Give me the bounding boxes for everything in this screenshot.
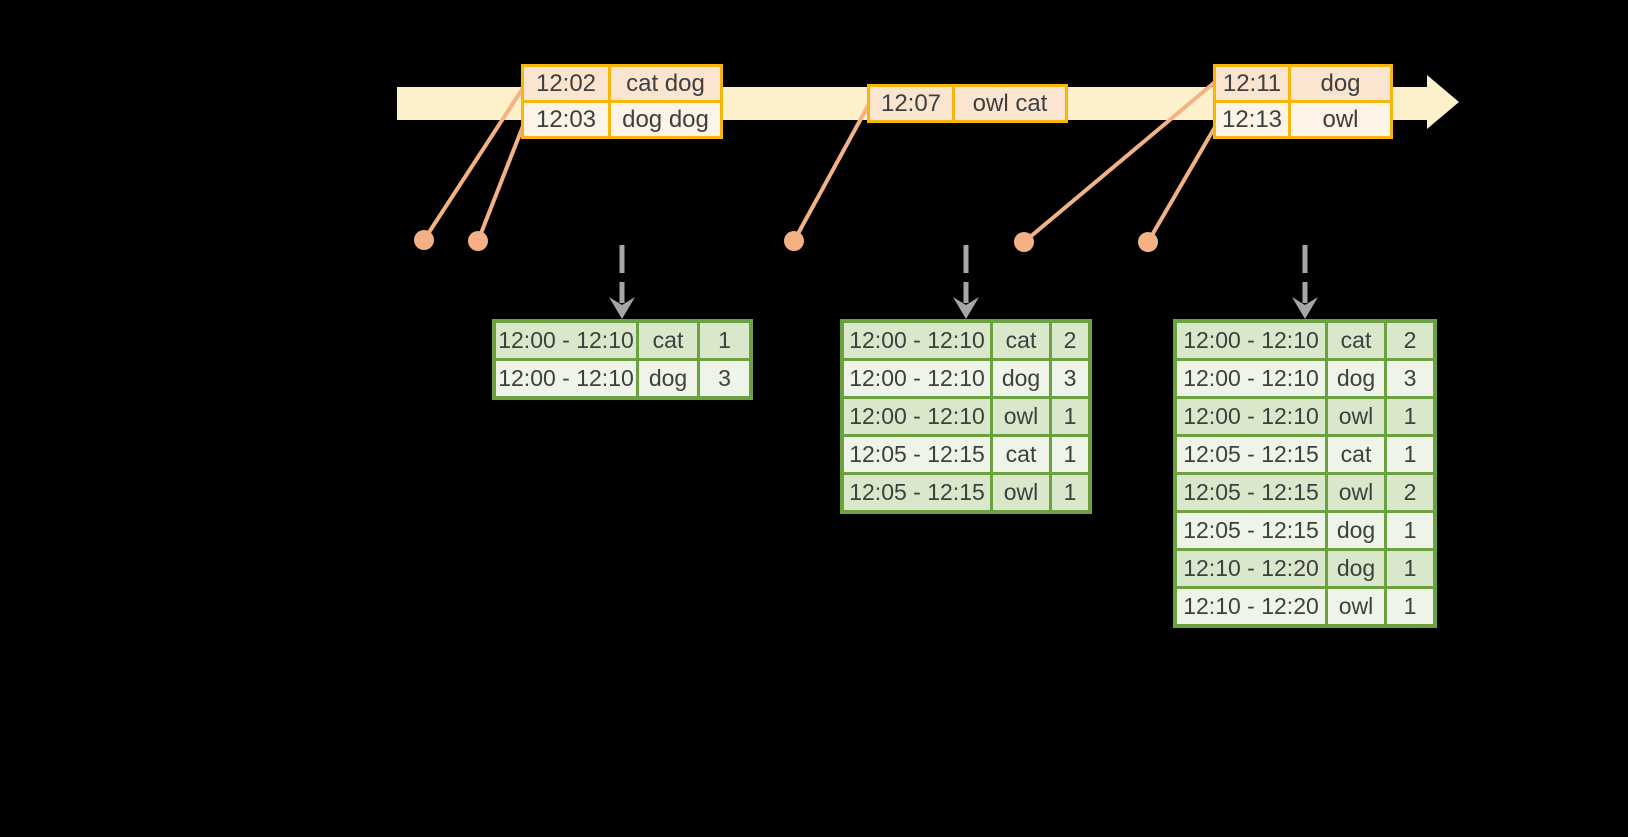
result-table-row: 12:00 - 12:10 cat 2 — [844, 323, 1088, 358]
word-cell: owl — [993, 475, 1049, 510]
window-cell: 12:05 - 12:15 — [844, 437, 990, 472]
event-dot — [1138, 232, 1158, 252]
event-time-cell: 12:07 — [870, 87, 952, 120]
result-table-row: 12:10 - 12:20 dog 1 — [1177, 551, 1433, 586]
event-connector-line — [792, 102, 871, 243]
event-dot — [1014, 232, 1034, 252]
event-connector-line — [1022, 80, 1217, 244]
count-cell: 1 — [1387, 589, 1433, 624]
result-table-row: 12:00 - 12:10 dog 3 — [1177, 361, 1433, 396]
result-table-row: 12:05 - 12:15 dog 1 — [1177, 513, 1433, 548]
result-table-row: 12:00 - 12:10 dog 3 — [496, 361, 749, 396]
event-table-1: 12:02 cat dog 12:03 dog dog — [521, 64, 723, 139]
trigger-arrows — [609, 245, 1318, 319]
word-cell: dog — [1328, 551, 1384, 586]
result-table-row: 12:00 - 12:10 dog 3 — [844, 361, 1088, 396]
count-cell: 1 — [1052, 475, 1088, 510]
word-cell: owl — [1328, 589, 1384, 624]
count-cell: 1 — [1387, 399, 1433, 434]
result-table-row: 12:05 - 12:15 owl 2 — [1177, 475, 1433, 510]
timeline-arrowhead-icon — [1427, 75, 1459, 129]
word-cell: owl — [993, 399, 1049, 434]
trigger-arrowhead-icon — [609, 297, 635, 319]
window-cell: 12:00 - 12:10 — [1177, 399, 1325, 434]
window-cell: 12:05 - 12:15 — [1177, 475, 1325, 510]
window-cell: 12:00 - 12:10 — [496, 361, 636, 396]
window-cell: 12:00 - 12:10 — [844, 399, 990, 434]
trigger-arrowhead-icon — [953, 297, 979, 319]
event-table-row: 12:02 cat dog — [524, 67, 720, 100]
window-cell: 12:10 - 12:20 — [1177, 551, 1325, 586]
word-cell: owl — [1328, 475, 1384, 510]
word-cell: cat — [639, 323, 697, 358]
count-cell: 1 — [1387, 437, 1433, 472]
trigger-arrowhead-icon — [1292, 297, 1318, 319]
word-cell: cat — [1328, 323, 1384, 358]
event-words-cell: dog — [1291, 67, 1390, 100]
event-words-cell: cat dog — [611, 67, 720, 100]
count-cell: 3 — [700, 361, 749, 396]
window-cell: 12:10 - 12:20 — [1177, 589, 1325, 624]
count-cell: 3 — [1387, 361, 1433, 396]
result-table-row: 12:00 - 12:10 owl 1 — [1177, 399, 1433, 434]
event-time-cell: 12:03 — [524, 103, 608, 136]
count-cell: 2 — [1387, 475, 1433, 510]
result-table-3: 12:00 - 12:10 cat 2 12:00 - 12:10 dog 3 … — [1173, 319, 1437, 628]
event-time-cell: 12:13 — [1216, 103, 1288, 136]
word-cell: dog — [993, 361, 1049, 396]
result-table-row: 12:10 - 12:20 owl 1 — [1177, 589, 1433, 624]
event-time-cell: 12:02 — [524, 67, 608, 100]
event-dot — [784, 231, 804, 251]
word-cell: dog — [1328, 513, 1384, 548]
count-cell: 1 — [1052, 437, 1088, 472]
window-cell: 12:05 - 12:15 — [844, 475, 990, 510]
result-table-row: 12:00 - 12:10 cat 2 — [1177, 323, 1433, 358]
window-cell: 12:05 - 12:15 — [1177, 437, 1325, 472]
event-table-row: 12:11 dog — [1216, 67, 1390, 100]
result-table-1: 12:00 - 12:10 cat 1 12:00 - 12:10 dog 3 — [492, 319, 753, 400]
event-words-cell: owl cat — [955, 87, 1065, 120]
event-words-cell: dog dog — [611, 103, 720, 136]
event-table-row: 12:13 owl — [1216, 103, 1390, 136]
event-table-row: 12:03 dog dog — [524, 103, 720, 136]
event-words-cell: owl — [1291, 103, 1390, 136]
event-dot — [414, 230, 434, 250]
word-cell: owl — [1328, 399, 1384, 434]
count-cell: 1 — [1387, 551, 1433, 586]
result-table-row: 12:00 - 12:10 owl 1 — [844, 399, 1088, 434]
result-table-row: 12:05 - 12:15 cat 1 — [1177, 437, 1433, 472]
event-dots — [414, 230, 1158, 252]
event-connector-line — [422, 86, 525, 242]
word-cell: cat — [993, 437, 1049, 472]
window-cell: 12:00 - 12:10 — [1177, 361, 1325, 396]
count-cell: 2 — [1052, 323, 1088, 358]
event-dot — [468, 231, 488, 251]
window-cell: 12:00 - 12:10 — [1177, 323, 1325, 358]
result-table-row: 12:05 - 12:15 owl 1 — [844, 475, 1088, 510]
count-cell: 3 — [1052, 361, 1088, 396]
event-connector-line — [1146, 125, 1217, 244]
result-table-row: 12:00 - 12:10 cat 1 — [496, 323, 749, 358]
window-cell: 12:05 - 12:15 — [1177, 513, 1325, 548]
count-cell: 1 — [1387, 513, 1433, 548]
event-connector-line — [476, 124, 525, 243]
count-cell: 1 — [1052, 399, 1088, 434]
count-cell: 1 — [700, 323, 749, 358]
event-time-cell: 12:11 — [1216, 67, 1288, 100]
window-cell: 12:00 - 12:10 — [844, 361, 990, 396]
word-cell: cat — [1328, 437, 1384, 472]
result-table-row: 12:05 - 12:15 cat 1 — [844, 437, 1088, 472]
window-cell: 12:00 - 12:10 — [496, 323, 636, 358]
word-cell: dog — [1328, 361, 1384, 396]
event-table-3: 12:11 dog 12:13 owl — [1213, 64, 1393, 139]
word-cell: cat — [993, 323, 1049, 358]
word-cell: dog — [639, 361, 697, 396]
event-table-row: 12:07 owl cat — [870, 87, 1065, 120]
result-table-2: 12:00 - 12:10 cat 2 12:00 - 12:10 dog 3 … — [840, 319, 1092, 514]
event-connector-lines — [422, 80, 1217, 244]
event-table-2: 12:07 owl cat — [867, 84, 1068, 123]
window-cell: 12:00 - 12:10 — [844, 323, 990, 358]
count-cell: 2 — [1387, 323, 1433, 358]
